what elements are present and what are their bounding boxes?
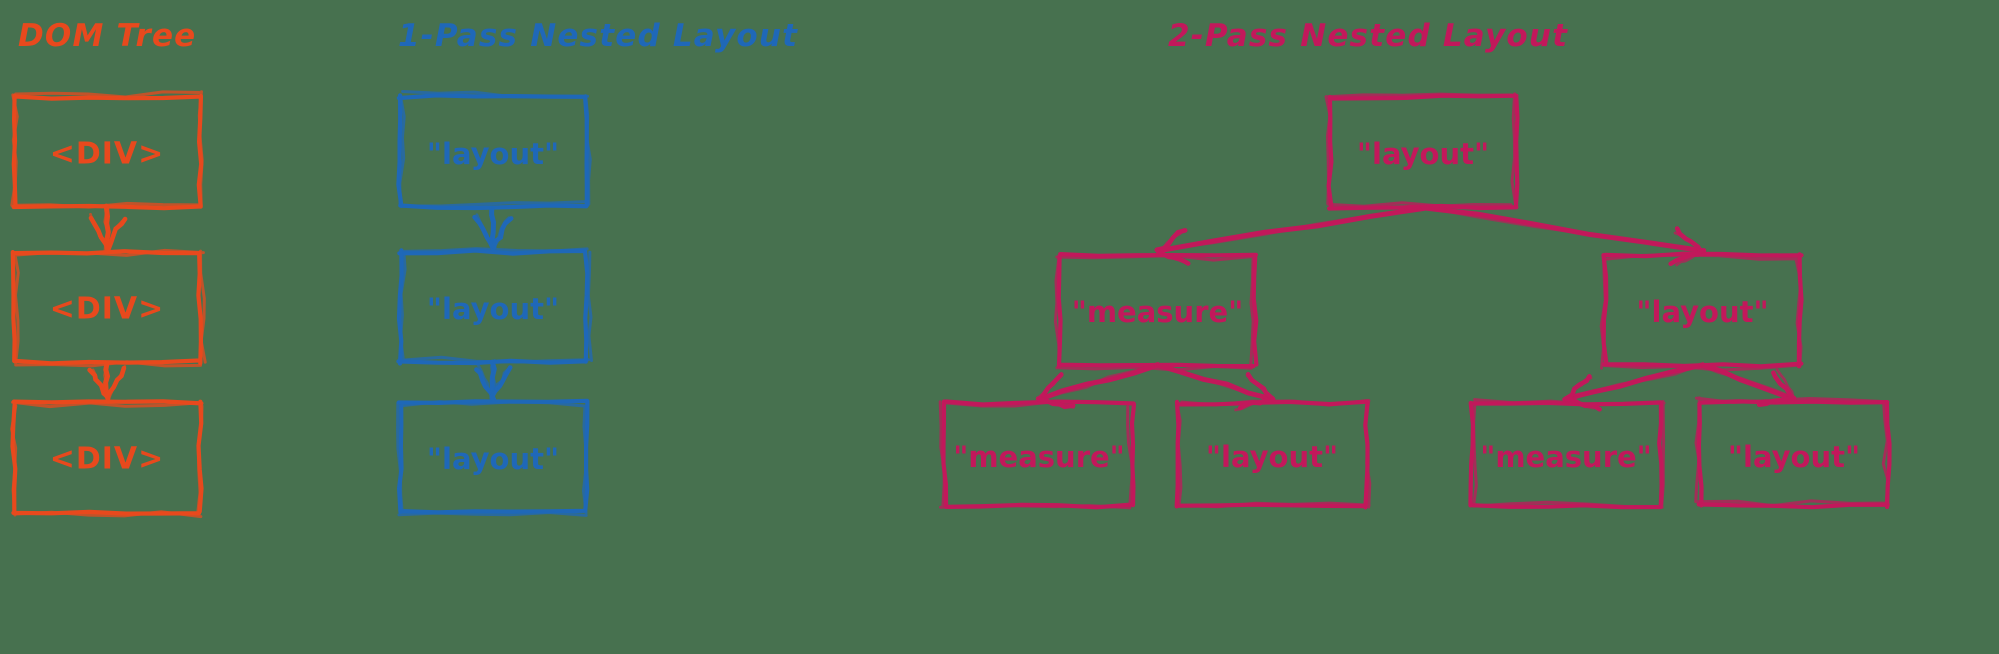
node-label-two-leaf-1: "measure" — [953, 439, 1125, 474]
arrow-shaft — [103, 206, 111, 252]
two-arrow-midleft-leaf2 — [1154, 362, 1276, 412]
node-box-outline — [396, 400, 588, 517]
node-box-outline — [1326, 93, 1520, 211]
arrow-shaft — [1699, 363, 1796, 399]
arrow-head — [1771, 370, 1797, 401]
two-arrow-midleft-leaf1 — [1035, 361, 1161, 410]
arrow-head — [1037, 371, 1063, 399]
arrow-head — [1234, 396, 1275, 412]
node-box-outline — [1053, 253, 1255, 372]
arrow-head — [91, 368, 109, 400]
node-label-two-leaf-2: "layout" — [1205, 439, 1339, 474]
arrow-head — [1673, 231, 1705, 254]
arrow-shaft — [103, 360, 109, 398]
node-label-one-node-1: "layout" — [426, 137, 560, 171]
one-arrow-2 — [474, 359, 513, 402]
dom-arrow-1 — [88, 203, 128, 252]
column-dom-tree — [10, 90, 207, 519]
arrow-head — [106, 365, 127, 401]
node-label-dom-node-1: <DIV> — [49, 136, 165, 172]
node-box-outline — [10, 400, 204, 519]
node-box-outline — [13, 248, 207, 368]
arrow-head — [475, 360, 494, 399]
two-arrow-midright-leaf4 — [1699, 362, 1797, 407]
arrow-head — [490, 367, 511, 401]
column-one-pass — [396, 89, 593, 517]
two-arrow-root-right — [1419, 204, 1707, 267]
two-arrow-midright-leaf3 — [1562, 361, 1705, 412]
node-box-outline — [938, 400, 1135, 510]
node-box-outline — [10, 249, 203, 366]
node-label-one-node-3: "layout" — [426, 442, 560, 476]
arrow-head — [1245, 374, 1273, 401]
node-box-outline — [396, 248, 590, 366]
node-label-two-mid-left: "measure" — [1071, 295, 1244, 329]
arrow-head — [475, 213, 493, 248]
arrow-head — [105, 219, 124, 250]
node-label-two-mid-right: "layout" — [1636, 295, 1769, 329]
node-box-outline — [10, 90, 204, 209]
arrow-head — [1564, 398, 1595, 410]
node-label-two-root: "layout" — [1356, 137, 1490, 171]
node-box-outline — [399, 247, 593, 364]
node-box-outline — [1696, 399, 1892, 510]
node-box-outline — [396, 93, 589, 211]
two-arrow-root-left — [1154, 205, 1427, 266]
arrow-head — [1775, 368, 1795, 400]
arrow-head — [491, 216, 514, 250]
node-label-dom-node-2: <DIV> — [49, 291, 165, 327]
column-two-pass — [938, 92, 1892, 510]
arrow-head — [1156, 228, 1185, 254]
column-title-dom-tree: DOM Tree — [18, 18, 197, 54]
node-label-dom-node-3: <DIV> — [49, 441, 165, 477]
arrow-head — [1759, 396, 1795, 404]
arrow-head — [1565, 376, 1593, 400]
arrow-shaft — [1156, 363, 1276, 401]
node-box-outline — [398, 89, 592, 208]
node-box-outline — [1324, 92, 1517, 208]
arrow-head — [106, 216, 128, 252]
arrow-shaft — [1419, 204, 1707, 253]
arrow-head — [1155, 248, 1190, 264]
node-label-one-node-2: "layout" — [426, 292, 560, 326]
node-label-two-leaf-4: "layout" — [1727, 439, 1861, 474]
node-label-two-leaf-3: "measure" — [1480, 439, 1652, 474]
arrow-shaft — [1564, 361, 1705, 403]
arrow-head — [89, 212, 109, 248]
arrow-head — [1037, 397, 1075, 409]
one-arrow-1 — [472, 205, 514, 252]
dom-arrow-2 — [87, 360, 127, 401]
arrow-head — [1675, 251, 1704, 267]
column-title-two-pass: 2-Pass Nested Layout — [1168, 18, 1569, 54]
arrow-head — [492, 216, 511, 250]
column-title-one-pass: 1-Pass Nested Layout — [398, 18, 799, 54]
arrow-shaft — [1156, 207, 1423, 251]
arrow-shaft — [1036, 361, 1160, 402]
